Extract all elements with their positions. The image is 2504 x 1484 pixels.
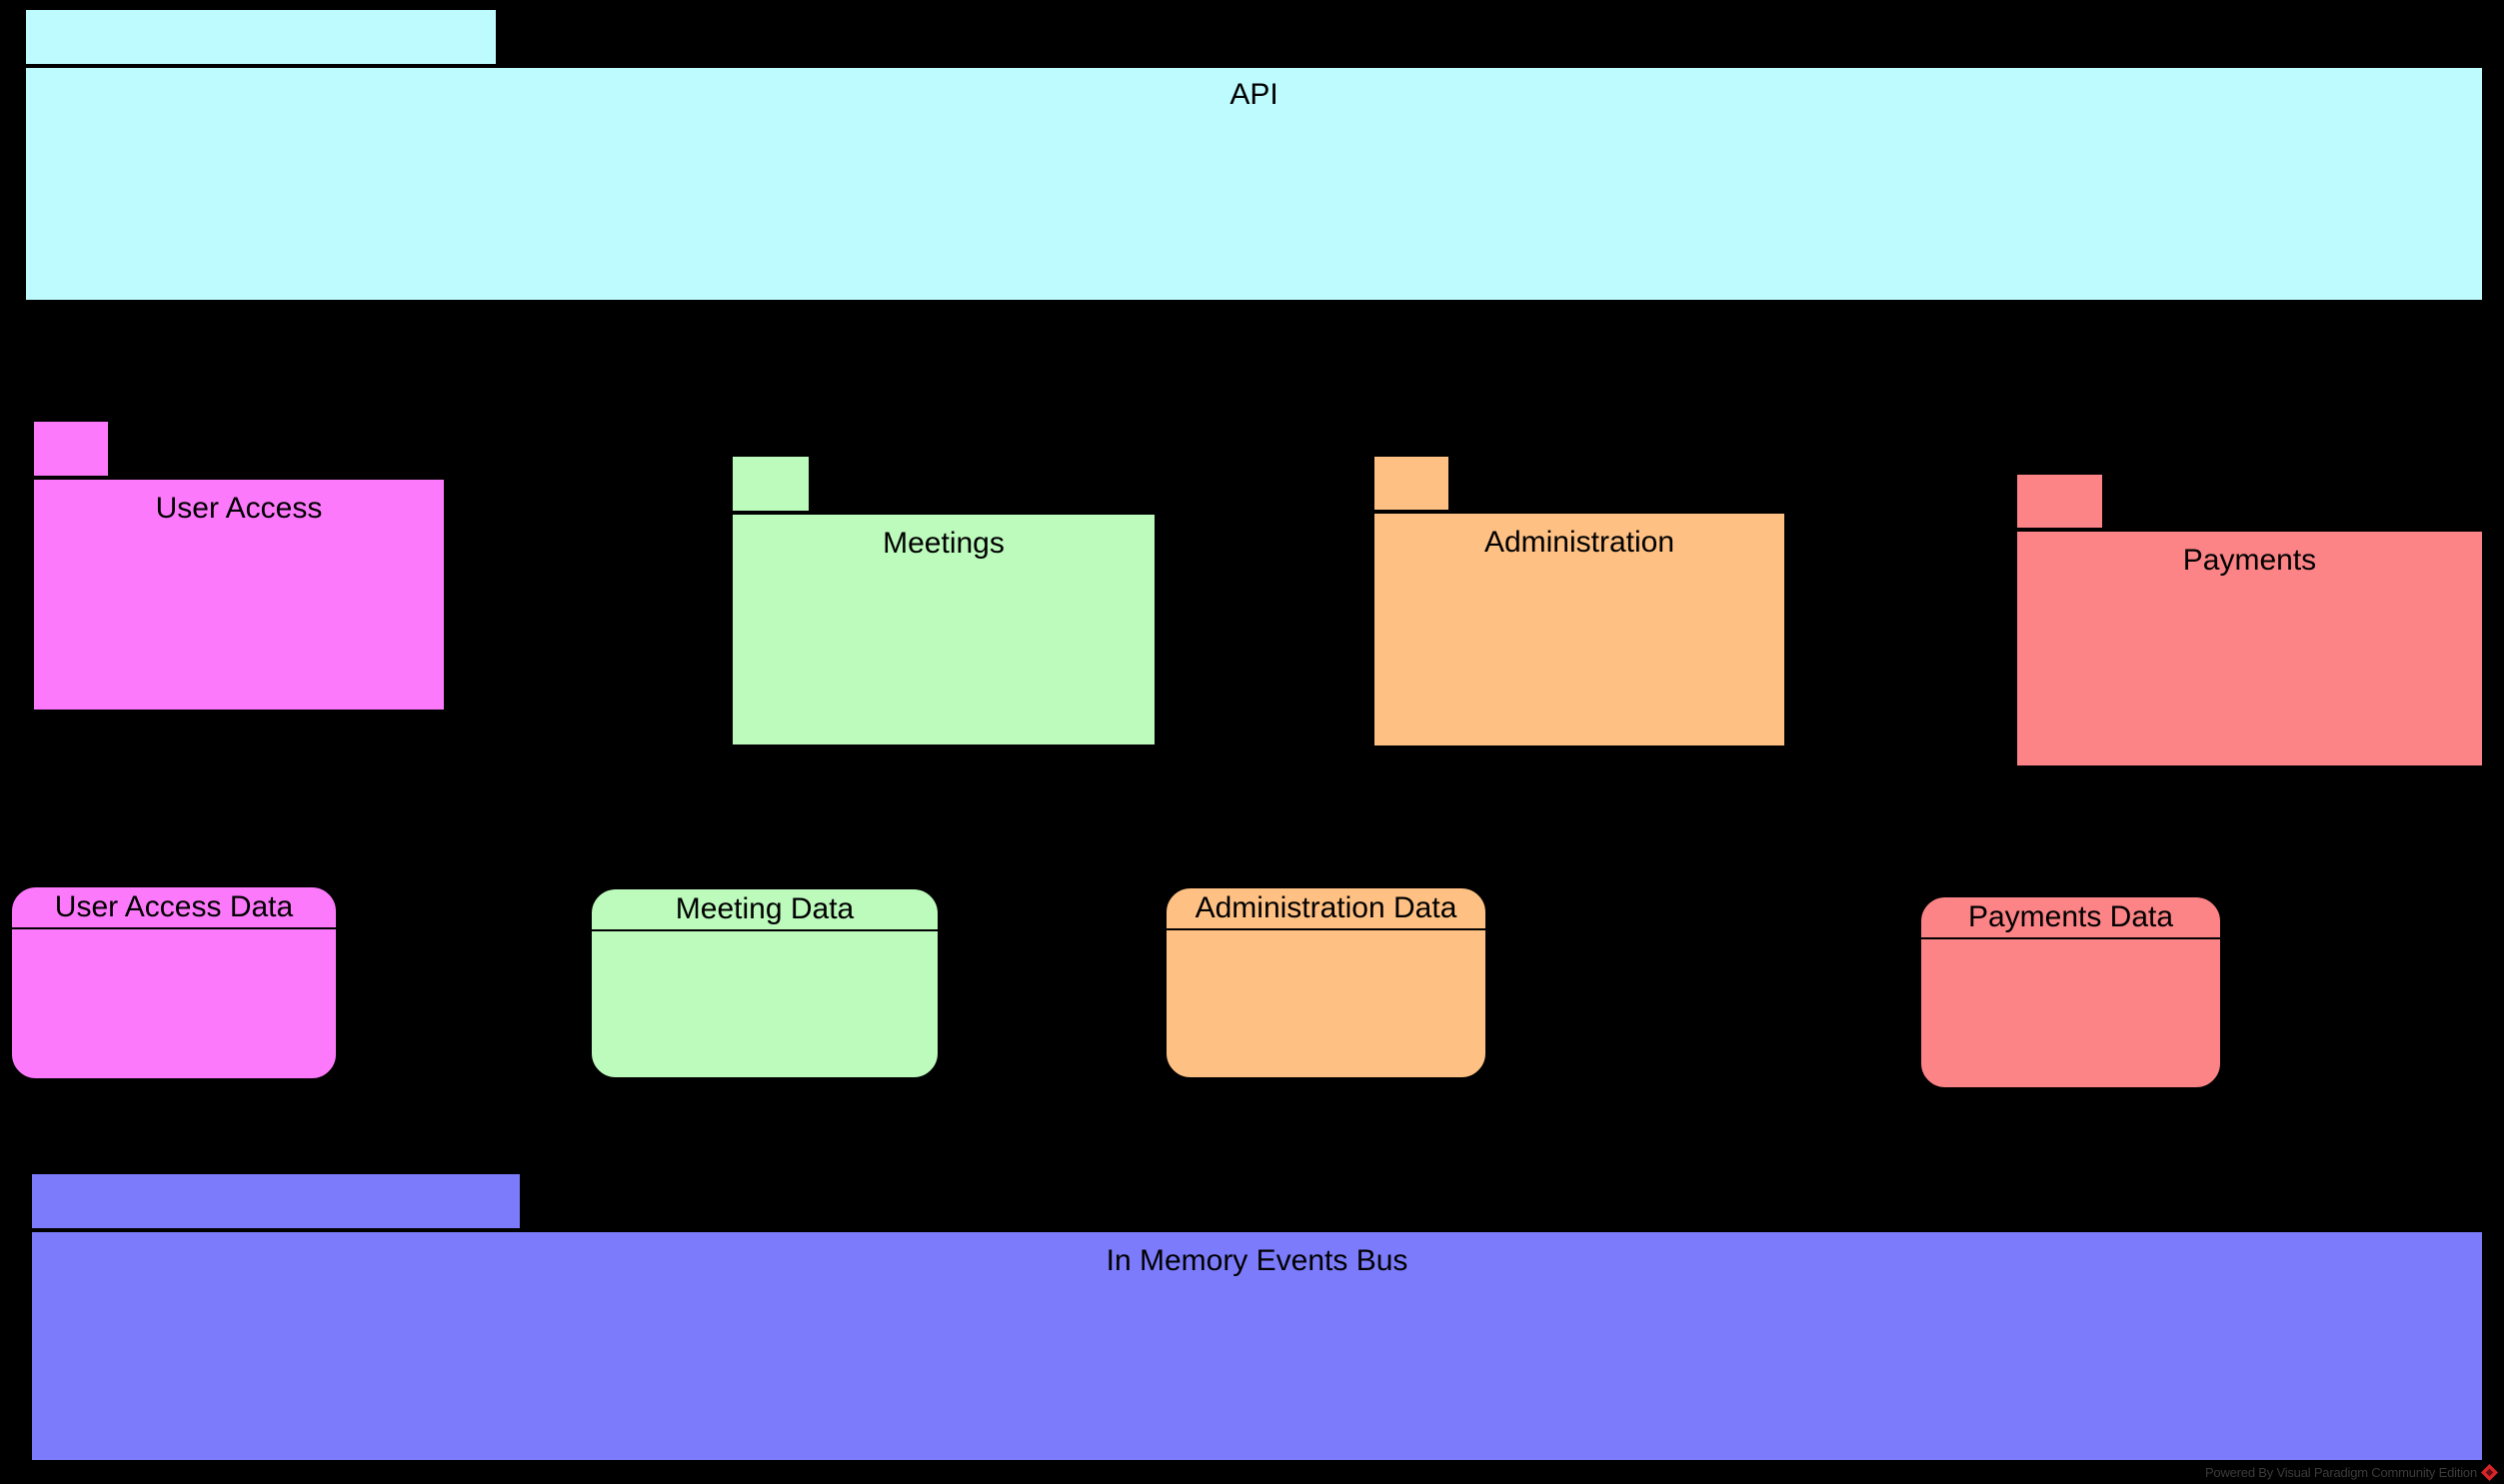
package-api[interactable]: API bbox=[24, 8, 2484, 302]
package-user-access-body bbox=[32, 478, 446, 712]
package-meetings[interactable]: Meetings bbox=[731, 455, 1157, 746]
package-api-tab bbox=[24, 8, 498, 66]
package-payments[interactable]: Payments bbox=[2015, 473, 2484, 767]
data-store-user-access-data-label: User Access Data bbox=[54, 890, 294, 923]
package-in-memory-events-bus-body bbox=[30, 1230, 2484, 1462]
package-payments-label: Payments bbox=[2182, 544, 2317, 577]
package-in-memory-events-bus-tab bbox=[30, 1172, 522, 1230]
data-store-meeting-data-header: Meeting Data bbox=[592, 889, 938, 931]
package-meetings-body bbox=[731, 513, 1157, 746]
data-store-administration-data-header: Administration Data bbox=[1167, 888, 1485, 930]
visual-paradigm-diamond-logo bbox=[2481, 1464, 2498, 1481]
package-meetings-tab bbox=[731, 455, 811, 513]
package-administration-tab bbox=[1372, 455, 1450, 512]
watermark-text: Powered By Visual Paradigm Community Edi… bbox=[2204, 1465, 2477, 1480]
package-user-access[interactable]: User Access bbox=[32, 420, 446, 712]
watermark: Powered By Visual Paradigm Community Edi… bbox=[2205, 1464, 2498, 1481]
data-store-payments-data-header: Payments Data bbox=[1921, 897, 2220, 939]
package-user-access-label: User Access bbox=[155, 492, 323, 525]
package-administration[interactable]: Administration bbox=[1372, 455, 1786, 747]
data-store-administration-data-label: Administration Data bbox=[1195, 891, 1457, 924]
data-store-meeting-data-label: Meeting Data bbox=[675, 892, 855, 925]
package-payments-body bbox=[2015, 530, 2484, 767]
package-api-body bbox=[24, 66, 2484, 302]
data-store-payments-data-label: Payments Data bbox=[1967, 900, 2174, 933]
data-store-meeting-data[interactable]: Meeting Data bbox=[590, 887, 940, 1079]
package-payments-tab bbox=[2015, 473, 2104, 530]
package-api-label: API bbox=[1230, 78, 1278, 111]
data-store-user-access-data-header: User Access Data bbox=[12, 887, 336, 929]
data-store-payments-data[interactable]: Payments Data bbox=[1919, 895, 2222, 1089]
data-store-administration-data[interactable]: Administration Data bbox=[1165, 886, 1487, 1079]
package-meetings-label: Meetings bbox=[883, 527, 1005, 560]
package-administration-body bbox=[1372, 512, 1786, 747]
package-in-memory-events-bus-label: In Memory Events Bus bbox=[1106, 1244, 1408, 1277]
package-administration-label: Administration bbox=[1483, 526, 1675, 559]
data-store-user-access-data[interactable]: User Access Data bbox=[10, 885, 338, 1080]
package-in-memory-events-bus[interactable]: In Memory Events Bus bbox=[30, 1172, 2484, 1462]
package-user-access-tab bbox=[32, 420, 110, 478]
